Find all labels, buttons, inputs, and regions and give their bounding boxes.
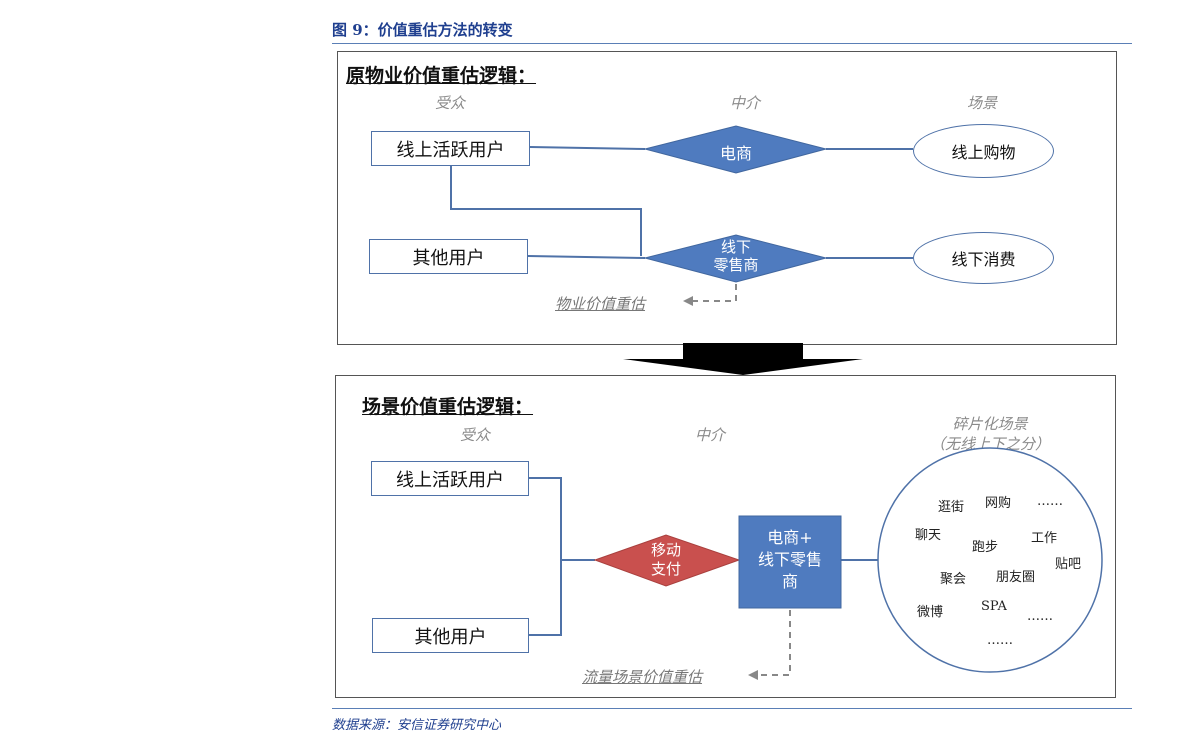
bottom-annotation: 流量场景价值重估 [582,668,703,686]
scene-word: …… [987,633,1013,648]
top-dashed-arrowhead [683,296,693,306]
scene-word: 网购 [985,496,1012,511]
bottom-panel-title: 场景价值重估逻辑： [362,396,534,418]
payment-line2: 支付 [650,560,681,578]
scene-word: 贴吧 [1055,557,1082,572]
top-annotation: 物业价值重估 [555,295,646,313]
scene-word: 微博 [917,605,944,620]
top-col-audience: 受众 [434,94,465,112]
title-rule [332,43,1132,44]
scene-word: SPA [981,599,1007,614]
payment-line1: 移动 [650,541,681,559]
top-connector-active-ecom [529,146,646,150]
top-diamond-retail-line2: 零售商 [713,256,759,274]
source-rule [332,708,1132,709]
merchant-line2: 线下零售 [757,550,822,569]
top-ellipse-offline-consumption: 线下消费 [913,232,1054,284]
scene-word: 工作 [1031,531,1058,546]
top-diamond-retail [643,234,828,283]
bottom-merchant-label: 电商+ 线下零售 商 [739,527,841,593]
top-panel [337,51,1117,345]
bottom-dashed-arrowhead [748,670,758,680]
merchant-line1: 电商+ [767,528,813,547]
bottom-col-scene-line2: （无线上下之分） [929,435,1050,453]
scene-word: 朋友圈 [996,570,1036,585]
top-ellipse-online-shopping: 线上购物 [913,124,1054,178]
figure-title: 图 9：价值重估方法的转变 [332,21,513,39]
transition-arrow [623,343,863,375]
scene-word: 聊天 [915,528,942,543]
top-col-scene: 场景 [966,94,997,112]
bottom-merchant-box [738,515,842,609]
scene-word: 聚会 [940,572,967,587]
bottom-col-scene-line1: 碎片化场景 [952,415,1028,433]
merchant-line3: 商 [781,572,798,591]
bottom-connector-users [529,477,562,636]
top-col-medium: 中介 [729,94,760,112]
bottom-col-audience: 受众 [459,426,490,444]
bottom-dashed-arrow [759,610,791,676]
top-diamond-retail-label: 线下 零售商 [700,238,772,274]
figure-source: 数据来源：安信证券研究中心 [332,718,502,733]
bottom-box-other-users: 其他用户 [372,618,529,653]
top-connector-active-retail [450,165,642,256]
top-box-other-users: 其他用户 [369,239,528,274]
scenes-circle [877,447,1103,673]
scene-word: …… [1037,494,1063,509]
scene-word: …… [1027,609,1053,624]
top-diamond-ecom-label: 电商 [719,144,752,163]
top-diamond-retail-line1: 线下 [720,238,751,256]
top-box-active-users: 线上活跃用户 [371,131,530,166]
top-diamond-ecom [643,125,828,174]
scene-word: 逛街 [938,500,965,515]
bottom-diamond-payment-label: 移动 支付 [630,541,702,579]
bottom-box-active-users: 线上活跃用户 [371,461,529,496]
scene-word: 跑步 [972,540,999,555]
top-panel-title: 原物业价值重估逻辑： [346,65,537,87]
bottom-col-medium: 中介 [694,426,725,444]
top-dashed-arrow [693,284,737,302]
top-connector-other-retail [527,255,646,259]
